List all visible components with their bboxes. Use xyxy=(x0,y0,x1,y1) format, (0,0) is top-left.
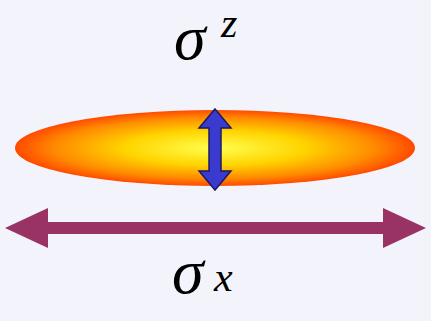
stress-symbol: σ xyxy=(172,240,204,304)
vertical-double-arrow xyxy=(199,109,231,190)
stress-subscript: x xyxy=(214,256,233,298)
stress-subscript: z xyxy=(221,2,237,44)
stress-symbol: σ xyxy=(174,6,206,70)
horizontal-double-arrow xyxy=(5,208,426,248)
